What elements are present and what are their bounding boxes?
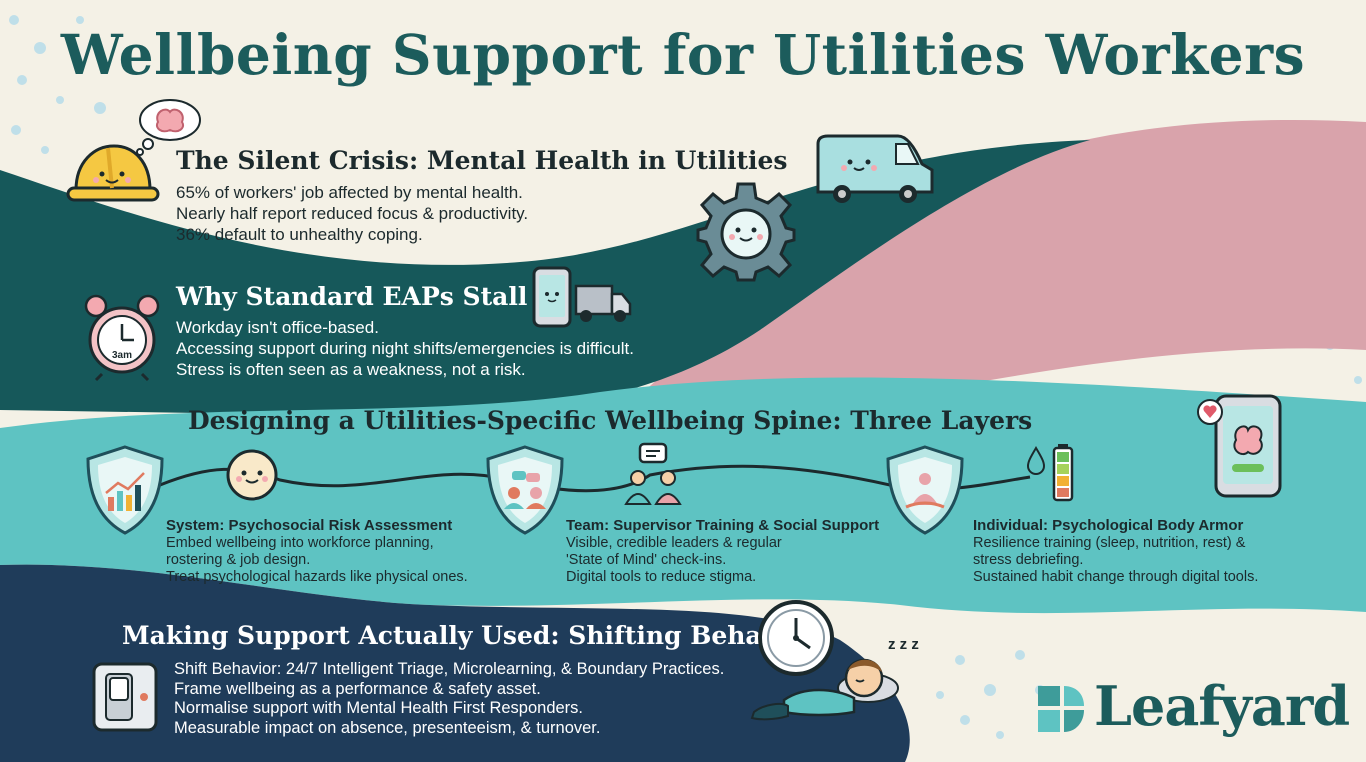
truck-icon	[574, 284, 632, 322]
battery-icon	[1052, 444, 1074, 502]
eaps-list: Workday isn't office-based. Accessing su…	[176, 317, 634, 380]
usage-line: Measurable impact on absence, presenteei…	[174, 718, 601, 737]
layer-system-heading: System: Psychosocial Risk Assessment	[166, 517, 453, 534]
layer-system-lines: Embed wellbeing into workforce planning,…	[166, 535, 468, 586]
eaps-line: Accessing support during night shifts/em…	[176, 339, 634, 358]
layer-line: Treat psychological hazards like physica…	[166, 569, 468, 585]
layer-line: rostering & job design.	[166, 552, 311, 568]
usage-heading: Making Support Actually Used: Shifting B…	[122, 621, 816, 650]
shield-chart-icon	[86, 445, 164, 535]
smiley-face-icon	[226, 449, 278, 501]
spine-heading: Designing a Utilities-Specific Wellbeing…	[188, 406, 1033, 435]
layer-individual: Individual: Psychological Body Armor Res…	[973, 517, 1258, 586]
eaps-line: Stress is often seen as a weakness, not …	[176, 360, 526, 379]
sleep-label: z z z	[888, 636, 919, 653]
water-battery-icons	[1026, 444, 1074, 502]
sleeping-worker-icon	[750, 658, 899, 721]
crisis-section: The Silent Crisis: Mental Health in Util…	[176, 146, 788, 245]
van-icon	[816, 134, 934, 203]
crisis-line: Nearly half report reduced focus & produ…	[176, 204, 529, 223]
layer-line: 'State of Mind' check-ins.	[566, 552, 727, 568]
eaps-section: Why Standard EAPs Stall Workday isn't of…	[176, 282, 634, 380]
eaps-heading: Why Standard EAPs Stall	[176, 282, 528, 311]
layer-line: Resilience training (sleep, nutrition, r…	[973, 535, 1246, 551]
brain-thought-icon	[136, 99, 201, 156]
alarm-clock-icon	[84, 294, 160, 382]
shield-meditation-icon	[886, 445, 964, 535]
logo-text: Leafyard	[1094, 674, 1350, 738]
crisis-line: 65% of workers' job affected by mental h…	[176, 183, 523, 202]
page-title: Wellbeing Support for Utilities Workers	[60, 22, 1306, 87]
layer-line: stress debriefing.	[973, 552, 1084, 568]
leaf-logo-icon	[1038, 686, 1084, 732]
gear-icon	[696, 182, 796, 282]
usage-list: Shift Behavior: 24/7 Intelligent Triage,…	[174, 660, 724, 738]
people-chat-icon	[624, 442, 682, 505]
shield-team-icon	[486, 445, 564, 535]
crisis-list: 65% of workers' job affected by mental h…	[176, 182, 788, 245]
layer-line: Digital tools to reduce stigma.	[566, 569, 757, 585]
layer-team-heading: Team: Supervisor Training & Social Suppo…	[566, 517, 880, 534]
layer-line: Embed wellbeing into workforce planning,	[166, 535, 434, 551]
wall-clock-icon	[758, 600, 834, 676]
phone-icon	[532, 266, 572, 328]
usage-line: Shift Behavior: 24/7 Intelligent Triage,…	[174, 660, 725, 678]
phone-brain-icon	[1197, 394, 1282, 498]
usage-line: Frame wellbeing as a performance & safet…	[174, 679, 541, 698]
usage-section: Making Support Actually Used: Shifting B…	[122, 621, 815, 650]
layer-individual-lines: Resilience training (sleep, nutrition, r…	[973, 535, 1258, 586]
layer-team-lines: Visible, credible leaders & regular 'Sta…	[566, 535, 879, 586]
switch-icon	[92, 662, 158, 732]
layer-individual-heading: Individual: Psychological Body Armor	[973, 517, 1244, 534]
crisis-line: 36% default to unhealthy coping.	[176, 225, 423, 244]
crisis-heading: The Silent Crisis: Mental Health in Util…	[176, 146, 788, 175]
clock-label: 3am	[112, 350, 133, 361]
phone-truck-icon	[532, 266, 632, 328]
layer-line: Visible, credible leaders & regular	[566, 535, 782, 551]
water-drop-icon	[1026, 446, 1046, 475]
usage-line: Normalise support with Mental Health Fir…	[174, 699, 583, 717]
hard-hat-icon	[66, 144, 160, 202]
eaps-line: Workday isn't office-based.	[176, 318, 379, 337]
layer-system: System: Psychosocial Risk Assessment Emb…	[166, 517, 468, 586]
layer-team: Team: Supervisor Training & Social Suppo…	[566, 517, 879, 586]
layer-line: Sustained habit change through digital t…	[973, 569, 1259, 585]
